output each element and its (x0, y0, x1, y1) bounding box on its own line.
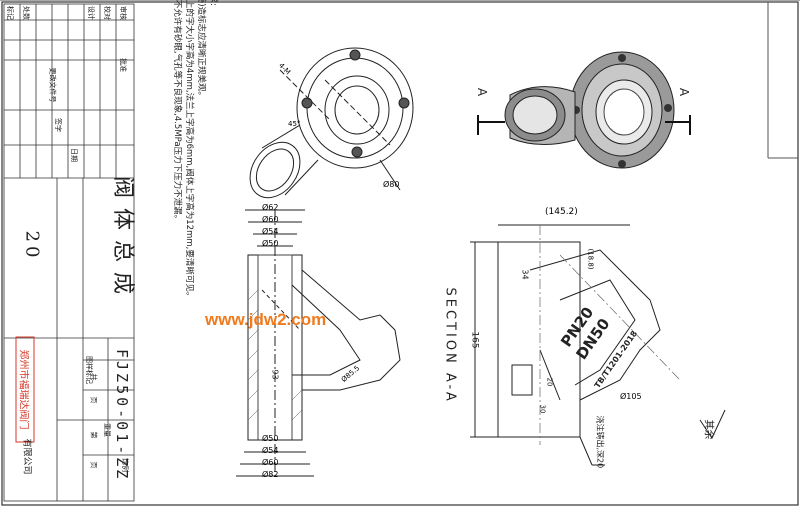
dim-d105: Ø105 (620, 392, 642, 401)
section-mark-left: A (475, 87, 490, 97)
casting-note: 浇注铸出,深20 (595, 415, 605, 469)
elevation-hatch (247, 289, 303, 421)
col-label: 重量 (103, 423, 111, 437)
dim-len20: 20 (545, 377, 554, 387)
company-stamp: 郑州市福瑞达阀门 (15, 336, 35, 443)
dim-d60-bottom: Ø60 (262, 458, 279, 467)
watermark: www.jdw2.com (205, 310, 327, 329)
role-label: 审核 (119, 6, 127, 20)
dim-len145: (145.2) (545, 207, 578, 217)
drawing-quantity: 20 (21, 230, 43, 262)
sign-label: 处数 (22, 6, 30, 20)
sign-label: 更改文件号 (48, 67, 57, 103)
tech-heading: 技术要求: (207, 0, 219, 399)
sign-label: 签字 (54, 118, 62, 132)
role-label: 设计 (87, 6, 95, 20)
sign-label: 日期 (70, 148, 78, 162)
tech-item-3: 3、阀体不允许有砂眼,气孔等不良现象,4.5MPa压力下压力不泄漏。 (172, 0, 182, 224)
section-title: SECTION A-A (442, 287, 458, 404)
section-mark-right: A (677, 87, 692, 97)
company-name: 有限公司 (21, 438, 32, 475)
dim-d62: Ø62 (262, 203, 279, 212)
dim-d82: Ø82 (262, 470, 279, 479)
role-label: 校对 (103, 6, 111, 20)
dim-len165: 165 (469, 331, 480, 349)
section-view (470, 224, 726, 466)
sheet-label: 第 (89, 431, 98, 439)
elevation-view (236, 209, 401, 480)
dim-len93: 93 (270, 369, 280, 380)
dim-ang45: 45° (288, 120, 301, 128)
dim-r18: (18.8) (586, 248, 595, 270)
role-label: 批准 (119, 58, 127, 72)
dim-d60: Ø60 (262, 215, 279, 224)
drawing-name: 阀体总成 (110, 176, 135, 305)
col-label: 比例 (121, 458, 129, 472)
dim-d50-top: Ø50 (262, 239, 279, 248)
dim-d80: Ø80 (383, 180, 400, 189)
tech-item-2: 2、阀体上的字大小字高为4mm,法兰上字高为6mm,阀体上字高为12mm,要清晰… (184, 0, 194, 301)
sign-label: 标记 (6, 6, 14, 20)
surface-note: 其余 (702, 419, 714, 440)
sheet-label: 页 (89, 461, 98, 469)
dim-len30: 30 (538, 404, 547, 414)
iso-view-left (249, 47, 414, 199)
dim-d54-bottom: Ø54 (262, 446, 279, 455)
iso-view-right (477, 51, 691, 169)
tech-requirements: 技术要求: 1、镶(铸)造标志应清晰正规美观。 2、阀体上的字大小字高为4mm,… (171, 0, 219, 399)
dim-len34: 34 (520, 269, 530, 280)
section-centerlines (539, 225, 681, 445)
tech-item-1: 1、镶(铸)造标志应清晰正规美观。 (196, 0, 206, 101)
sheet-label: 页 (89, 396, 98, 404)
dim-d50-bottom: Ø50 (262, 434, 279, 443)
title-block-grid (3, 3, 135, 502)
dim-d54: Ø54 (262, 227, 279, 236)
sheet-label: 共 (89, 373, 98, 381)
